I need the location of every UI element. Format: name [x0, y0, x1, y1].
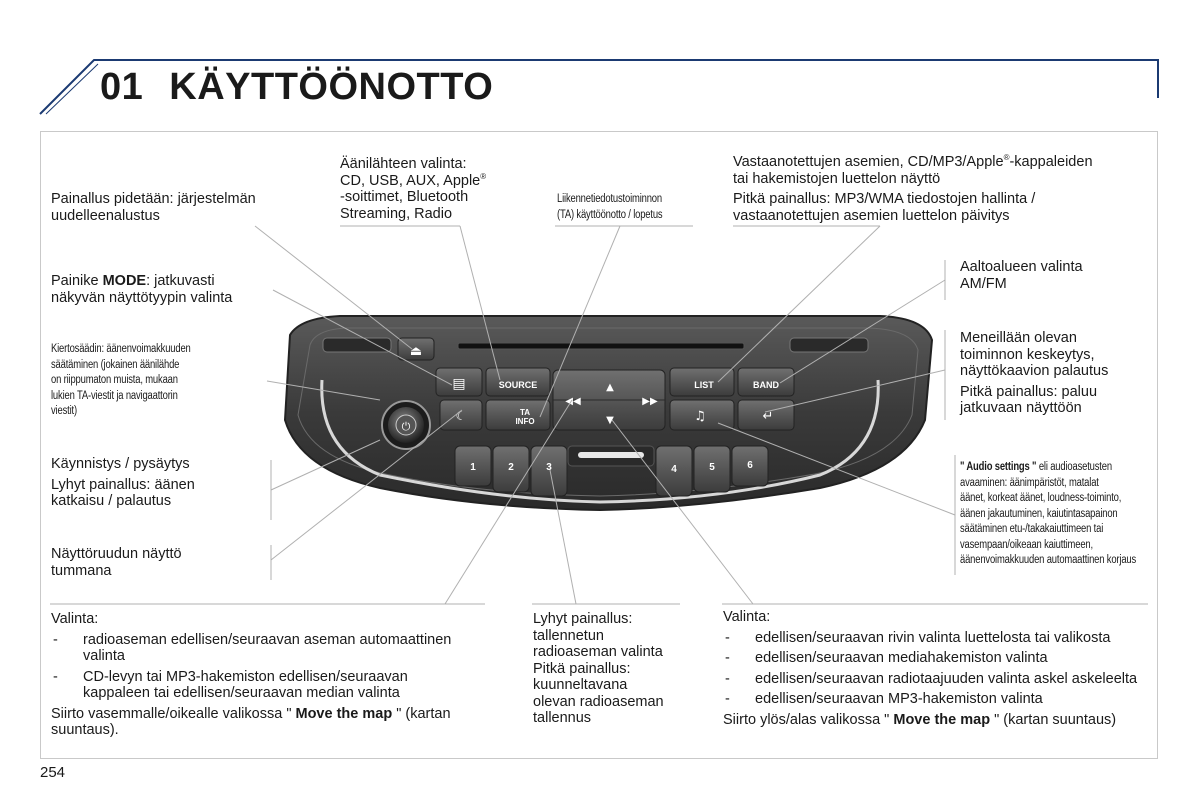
- svg-text:⏏: ⏏: [410, 344, 422, 359]
- list-item: -edellisen/seuraavan mediahakemiston val…: [723, 650, 1137, 667]
- list-item: -edellisen/seuraavan MP3-hakemiston vali…: [723, 691, 1137, 708]
- label-list: Vastaanotettujen asemien, CD/MP3/Apple®-…: [733, 154, 1093, 224]
- list-item: -edellisen/seuraavan rivin valinta luett…: [723, 630, 1137, 647]
- label-band: Aaltoalueen valinta AM/FM: [960, 259, 1083, 292]
- list-button-label: LIST: [694, 380, 714, 390]
- svg-text:▤: ▤: [452, 376, 465, 392]
- source-button-label: SOURCE: [499, 380, 538, 390]
- label-dark-screen: Näyttöruudun näyttö tummana: [51, 546, 182, 579]
- label-source: Äänilähteen valinta: CD, USB, AUX, Apple…: [340, 156, 486, 222]
- bottom-right-block: Valinta: -edellisen/seuraavan rivin vali…: [723, 609, 1137, 728]
- label-power: Käynnistys / pysäytys Lyhyt painallus: ä…: [51, 456, 195, 510]
- preset-2: 2: [508, 462, 514, 473]
- label-reset: Painallus pidetään: järjestelmän uudelle…: [51, 191, 256, 224]
- svg-text:◀◀: ◀◀: [565, 396, 581, 407]
- list-item: - radioaseman edellisen/seuraavan aseman…: [51, 632, 451, 665]
- ta-button-label-1: TA: [520, 408, 530, 417]
- list-item: - CD-levyn tai MP3-hakemiston edellisen/…: [51, 669, 451, 702]
- label-mode: Painike MODE: jatkuvasti näkyvän näyttöt…: [51, 273, 232, 306]
- label-back: Meneillään olevan toiminnon keskeytys, n…: [960, 330, 1108, 417]
- preset-6: 6: [747, 460, 753, 471]
- label-ta-info: Liikennetiedotustoiminnon (TA) käyttööno…: [557, 192, 662, 223]
- list-item: -edellisen/seuraavan radiotaajuuden vali…: [723, 671, 1137, 688]
- preset-3: 3: [546, 462, 552, 473]
- ta-button-label-2: INFO: [515, 417, 534, 426]
- preset-5: 5: [709, 462, 715, 473]
- bottom-middle-block: Lyhyt painallus: tallennetun radioaseman…: [533, 611, 664, 727]
- label-audio-settings: " Audio settings " eli audioasetusten av…: [960, 460, 1136, 569]
- bottom-left-block: Valinta: - radioaseman edellisen/seuraav…: [51, 611, 451, 739]
- svg-text:▶▶: ▶▶: [642, 396, 658, 407]
- preset-1: 1: [470, 462, 476, 473]
- label-volume: Kiertosäädin: äänenvoimakkuuden säätämin…: [51, 342, 191, 420]
- svg-text:⏻: ⏻: [402, 420, 411, 433]
- page-number: 254: [40, 764, 65, 781]
- preset-4: 4: [671, 464, 677, 475]
- svg-text:▲: ▲: [606, 382, 614, 393]
- band-button-label: BAND: [753, 380, 779, 390]
- svg-text:♫: ♫: [694, 409, 706, 424]
